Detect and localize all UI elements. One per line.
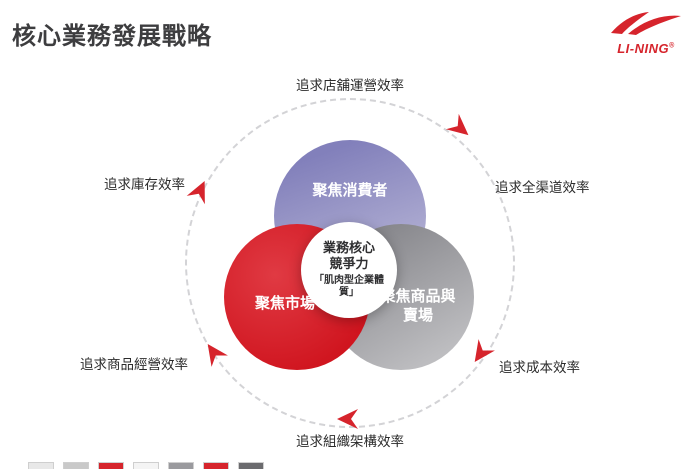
circle-product-label-line1: 聚焦商品與 (380, 288, 456, 305)
label-org-structure-efficiency: 追求組織架構效率 (296, 434, 404, 449)
core-subtitle: 「肌肉型企業體質」 (314, 274, 384, 299)
flow-arrow-bottom-icon (335, 406, 361, 432)
slide-thumbnail[interactable] (168, 462, 194, 469)
flow-arrow-top-right-icon (442, 110, 479, 147)
slide-thumbnail[interactable] (133, 462, 159, 469)
brand-wordmark: LI-NING® (617, 41, 675, 56)
core-competency-circle: 業務核心 競爭力 「肌肉型企業體質」 (301, 222, 397, 318)
label-omnichannel-efficiency: 追求全渠道效率 (495, 180, 590, 195)
label-inventory-efficiency: 追求庫存效率 (104, 177, 185, 192)
registered-mark: ® (669, 42, 675, 50)
slide-thumbnail[interactable] (98, 462, 124, 469)
flow-arrow-bottom-left-icon (196, 335, 232, 371)
circle-consumer-label: 聚焦消費者 (312, 182, 388, 199)
core-title-line2: 競爭力 (329, 256, 369, 271)
label-cost-efficiency: 追求成本效率 (499, 360, 580, 375)
li-ning-swoosh-icon (609, 12, 683, 40)
brand-logo: LI-NING® (604, 10, 688, 56)
flow-arrow-right-bottom-icon (463, 335, 499, 371)
dashed-cycle-ring (185, 98, 515, 428)
slide-thumbnail[interactable] (203, 462, 229, 469)
circle-product-label-line2: 賣場 (402, 306, 433, 324)
label-store-operation-efficiency: 追求店舖運營效率 (296, 78, 404, 93)
slide-thumbnail[interactable] (28, 462, 54, 469)
slide-thumbnail[interactable] (63, 462, 89, 469)
slide-thumbnail[interactable] (238, 462, 264, 469)
label-merchandise-efficiency: 追求商品經營效率 (80, 357, 188, 372)
core-title-line1: 業務核心 (322, 240, 375, 256)
page-title: 核心業務發展戰略 (12, 23, 212, 50)
circle-product-store-label: 聚焦商品與 賣場 (366, 288, 470, 326)
circle-market-label: 聚焦市場 (254, 295, 315, 312)
flow-arrow-left-top-icon (183, 174, 218, 209)
slide-thumbnails-strip[interactable] (28, 462, 264, 469)
